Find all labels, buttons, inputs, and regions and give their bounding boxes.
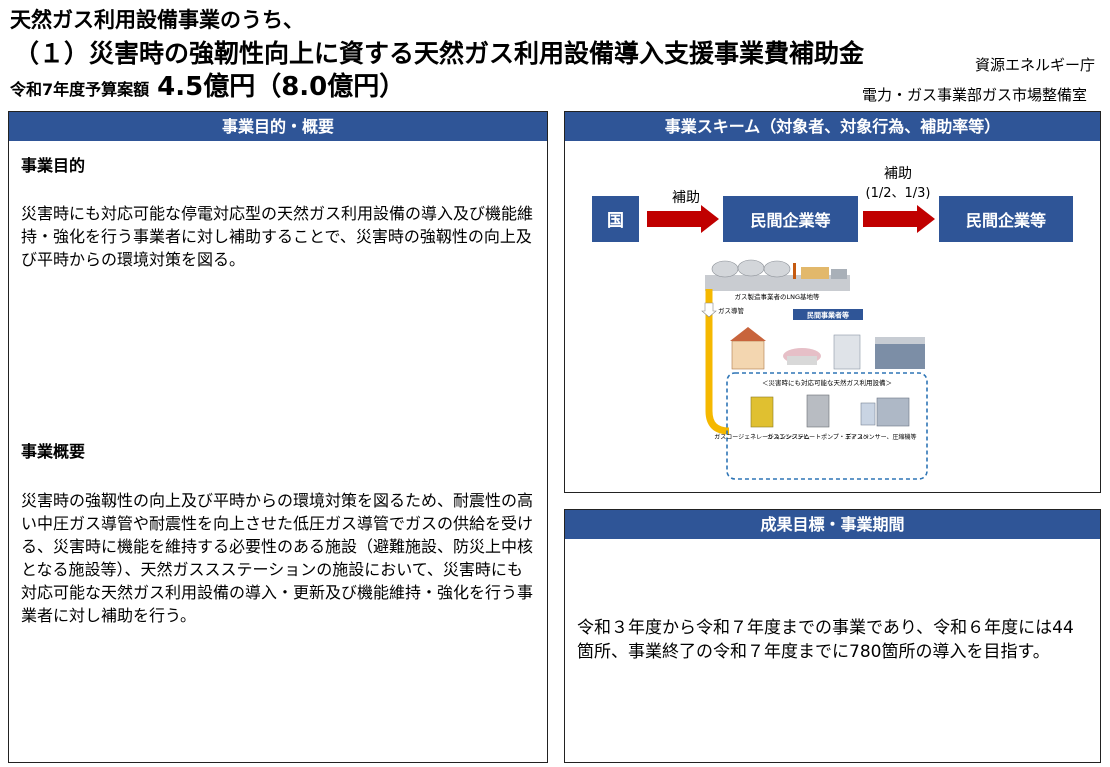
overview-text: 災害時の強靱性の向上及び平時からの環境対策を図るため、耐震性の高い中圧ガス導管や…	[21, 491, 534, 625]
equipment-icons	[750, 394, 910, 428]
purpose-title: 事業目的	[21, 156, 86, 175]
results-panel: 成果目標・事業期間 令和３年度から令和７年度までの事業であり、令和６年度には44…	[564, 509, 1101, 763]
page-title-line2: （１）災害時の強靭性向上に資する天然ガス利用設備導入支援事業費補助金	[14, 39, 865, 68]
pipe-label: ガス導管	[718, 306, 745, 315]
budget-amount: 4.5億円（8.0億円）	[157, 72, 406, 102]
page-title-line1: 天然ガス利用設備事業のうち、	[10, 8, 304, 32]
budget-label: 令和7年度予算案額	[10, 80, 150, 99]
building-icons	[730, 327, 925, 370]
private-box-2	[939, 196, 1073, 242]
scheme-diagram: 国 補助 民間企業等 補助 (1/2、1/3) 民間企業等 ガス製造事業者のLN…	[592, 166, 1073, 480]
budget: 令和7年度予算案額 4.5億円（8.0億円）	[10, 66, 405, 103]
private-box-2-label: 民間企業等	[966, 211, 1046, 230]
arrow2-label: 補助	[884, 166, 912, 182]
scheme-panel: 事業スキーム（対象者、対象行為、補助率等） 国 補助 民間企業等 補助 (1/2…	[564, 111, 1101, 493]
private-box-1	[723, 196, 858, 242]
private-operators-label: 民間事業者等	[807, 311, 849, 320]
private-box-1-label: 民間企業等	[750, 211, 830, 230]
purpose-text: 災害時にも対応可能な停電対応型の天然ガス利用設備の導入及び機能維持・強化を行う事…	[21, 204, 534, 269]
agency-name: 資源エネルギー庁	[975, 56, 1096, 74]
arrow1-label: 補助	[672, 190, 700, 206]
purpose-overview-panel: 事業目的・概要 事業目的 災害時にも対応可能な停電対応型の天然ガス利用設備の導入…	[8, 111, 548, 763]
country-box-label: 国	[607, 211, 624, 231]
arrow2-rate: (1/2、1/3)	[866, 186, 931, 201]
country-box	[592, 196, 639, 242]
purpose-overview-heading: 事業目的・概要	[9, 112, 547, 141]
private-operators-bar	[793, 309, 863, 320]
equip2-label: ガスエンジンヒートポンプ・エアコン	[767, 433, 869, 441]
equip3-label: ディスペンサー、圧縮機等	[845, 433, 916, 441]
overview-title: 事業概要	[21, 442, 86, 461]
arrow2	[863, 205, 935, 233]
equip1-label: ガスコージェネレーションシステム	[714, 433, 810, 441]
results-text: 令和３年度から令和７年度までの事業であり、令和６年度には44箇所、事業終了の令和…	[577, 618, 1074, 662]
lng-base-illustration	[705, 259, 850, 291]
equipment-dashed-box	[726, 372, 928, 480]
department-name: 電力・ガス事業部ガス市場整備室	[862, 86, 1088, 104]
pipe-arrow	[701, 302, 717, 318]
lng-label: ガス製造事業者のLNG基地等	[734, 292, 820, 301]
gas-pipe	[705, 289, 730, 435]
scheme-heading: 事業スキーム（対象者、対象行為、補助率等）	[565, 112, 1100, 141]
results-heading: 成果目標・事業期間	[565, 510, 1100, 539]
equipment-title: ＜災害時にも対応可能な天然ガス利用設備＞	[762, 378, 892, 387]
arrow1	[647, 205, 719, 233]
